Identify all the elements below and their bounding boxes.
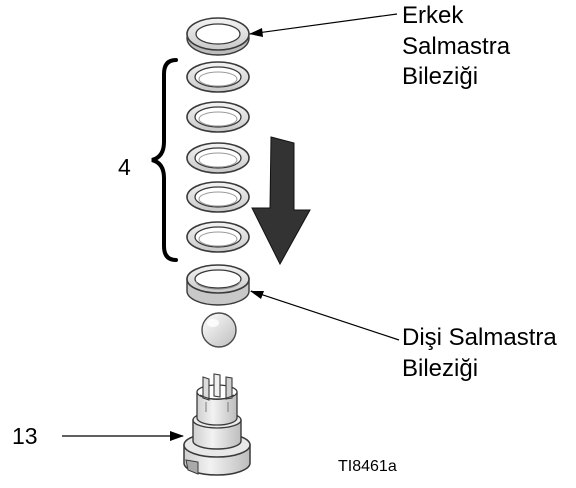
packing-count-label: 4 [118, 154, 131, 180]
figure-id-label: TI8461a [338, 458, 397, 475]
male-adapter-arrowhead [249, 28, 263, 37]
male-adapter-label-line-1: Erkek [402, 2, 464, 29]
part-13-arrowhead [170, 431, 184, 441]
male-adapter-leader [249, 13, 398, 35]
down-arrow-icon [251, 136, 311, 266]
valve-housing [183, 373, 251, 476]
packing-ring [186, 142, 250, 174]
check-ball [201, 312, 237, 348]
packing-ring [186, 221, 250, 253]
male-adapter-label-line-2: Salmastra [402, 33, 511, 60]
leader-lines [62, 13, 400, 441]
part-number-label: 13 [12, 423, 38, 449]
male-adapter-label-line-3: Bileziği [402, 63, 478, 90]
female-adapter-label-line-1: Dişi Salmastra [402, 324, 557, 351]
packing-ring [186, 61, 250, 93]
packing-brace [151, 58, 178, 262]
female-gland-adapter [186, 264, 250, 306]
packing-ring [186, 101, 250, 133]
female-adapter-leader [250, 290, 400, 341]
female-adapter-label-line-2: Bileziği [402, 355, 478, 382]
male-gland-adapter [186, 17, 250, 56]
packing-stack [186, 61, 250, 253]
female-adapter-arrowhead [250, 291, 264, 299]
packing-ring [186, 181, 250, 213]
